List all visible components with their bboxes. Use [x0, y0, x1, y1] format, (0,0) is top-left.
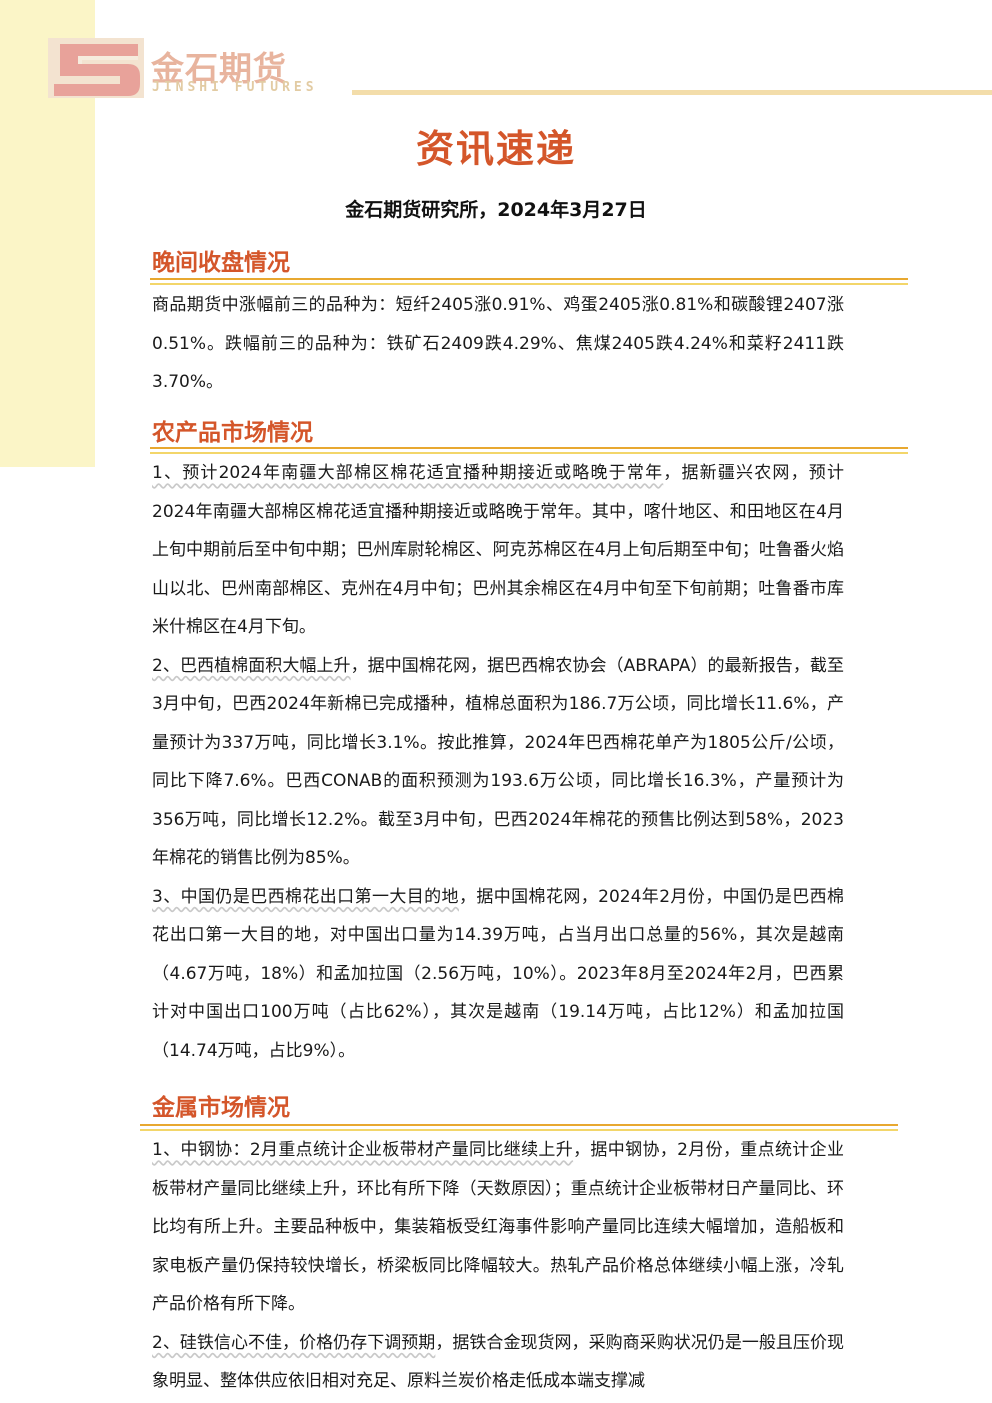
- paragraph-text: ，据新疆兴农网，预计2024年南疆大部棉区棉花适宜播种期接近或略晚于常年。其中，…: [152, 463, 844, 637]
- paragraph: 3、中国仍是巴西棉花出口第一大目的地，据中国棉花网，2024年2月份，中国仍是巴…: [152, 878, 844, 1071]
- section-rule: [140, 1124, 898, 1131]
- brand-logo-icon: [48, 38, 144, 98]
- section-rule: [150, 447, 908, 454]
- document-subtitle: 金石期货研究所，2024年3月27日: [345, 199, 647, 221]
- section-heading-metal-market: 金属市场情况: [152, 1095, 290, 1121]
- section-body-metal-market: 1、中钢协：2月重点统计企业板带材产量同比继续上升，据中钢协，2月份，重点统计企…: [152, 1131, 844, 1401]
- document-title: 资讯速递: [415, 127, 576, 171]
- paragraph-lead: 2、硅铁信心不佳，价格仍存下调预期: [152, 1332, 436, 1353]
- brand-name-cn: 金石期货: [151, 49, 287, 88]
- section-heading-agri-market: 农产品市场情况: [152, 420, 313, 446]
- paragraph-text: ，据中国棉花网，2024年2月份，中国仍是巴西棉花出口第一大目的地，对中国出口量…: [152, 886, 844, 1061]
- paragraph-text: ，据中钢协，2月份，重点统计企业板带材产量同比继续上升，环比有所下降（天数原因）…: [152, 1140, 844, 1314]
- brand-logo: 金石期货 JINSHI FUTURES: [48, 38, 348, 98]
- paragraph-text: ，据铁合金现货网，采购商采购状况仍是一般且压价现象明显、整体供应依旧相对充足、原…: [152, 1332, 845, 1392]
- paragraph: 2、硅铁信心不佳，价格仍存下调预期，据铁合金现货网，采购商采购状况仍是一般且压价…: [152, 1324, 844, 1401]
- section-body-agri-market: 1、预计2024年南疆大部棉区棉花适宜播种期接近或略晚于常年，据新疆兴农网，预计…: [152, 454, 844, 1070]
- paragraph-text: 商品期货中涨幅前三的品种为：短纤2405涨0.91%、鸡蛋2405涨0.81%和…: [152, 295, 844, 392]
- header-rule: [352, 90, 992, 95]
- section-rule: [150, 278, 908, 285]
- brand-name-en: JINSHI FUTURES: [152, 80, 318, 95]
- paragraph: 2、巴西植棉面积大幅上升，据中国棉花网，据巴西棉农协会（ABRAPA）的最新报告…: [152, 647, 844, 878]
- paragraph: 1、中钢协：2月重点统计企业板带材产量同比继续上升，据中钢协，2月份，重点统计企…: [152, 1131, 844, 1324]
- paragraph-lead: 3、中国仍是巴西棉花出口第一大目的地: [152, 886, 459, 907]
- paragraph-lead: 1、中钢协：2月重点统计企业板带材产量同比继续上升: [152, 1140, 574, 1160]
- section-body-evening-close: 商品期货中涨幅前三的品种为：短纤2405涨0.91%、鸡蛋2405涨0.81%和…: [152, 286, 844, 402]
- paragraph-lead: 1、预计2024年南疆大部棉区棉花适宜播种期接近或略晚于常年: [152, 463, 664, 483]
- paragraph-lead: 2、巴西植棉面积大幅上升: [152, 655, 351, 676]
- paragraph-text: ，据中国棉花网，据巴西棉农协会（ABRAPA）的最新报告，截至3月中旬，巴西20…: [152, 655, 844, 869]
- section-heading-evening-close: 晚间收盘情况: [152, 250, 290, 276]
- paragraph: 1、预计2024年南疆大部棉区棉花适宜播种期接近或略晚于常年，据新疆兴农网，预计…: [152, 454, 844, 647]
- paragraph: 商品期货中涨幅前三的品种为：短纤2405涨0.91%、鸡蛋2405涨0.81%和…: [152, 286, 844, 402]
